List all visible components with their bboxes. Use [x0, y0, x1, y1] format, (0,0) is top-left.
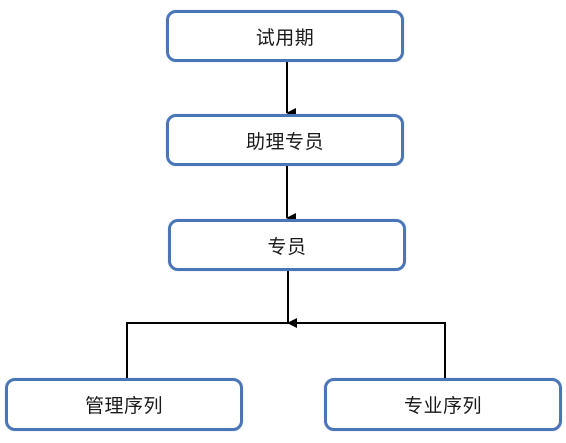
- node-assistant-specialist: 助理专员: [166, 114, 404, 166]
- node-professional-track-label: 专业序列: [403, 395, 482, 417]
- node-specialist: 专员: [168, 219, 406, 271]
- node-management-track: 管理序列: [5, 378, 243, 431]
- node-probation-label: 试用期: [255, 26, 315, 49]
- node-specialist-label: 专员: [267, 235, 307, 258]
- node-management-track-label: 管理序列: [84, 395, 163, 417]
- node-professional-track: 专业序列: [324, 378, 562, 431]
- node-probation: 试用期: [166, 10, 404, 62]
- node-assistant-specialist-label: 助理专员: [245, 130, 324, 153]
